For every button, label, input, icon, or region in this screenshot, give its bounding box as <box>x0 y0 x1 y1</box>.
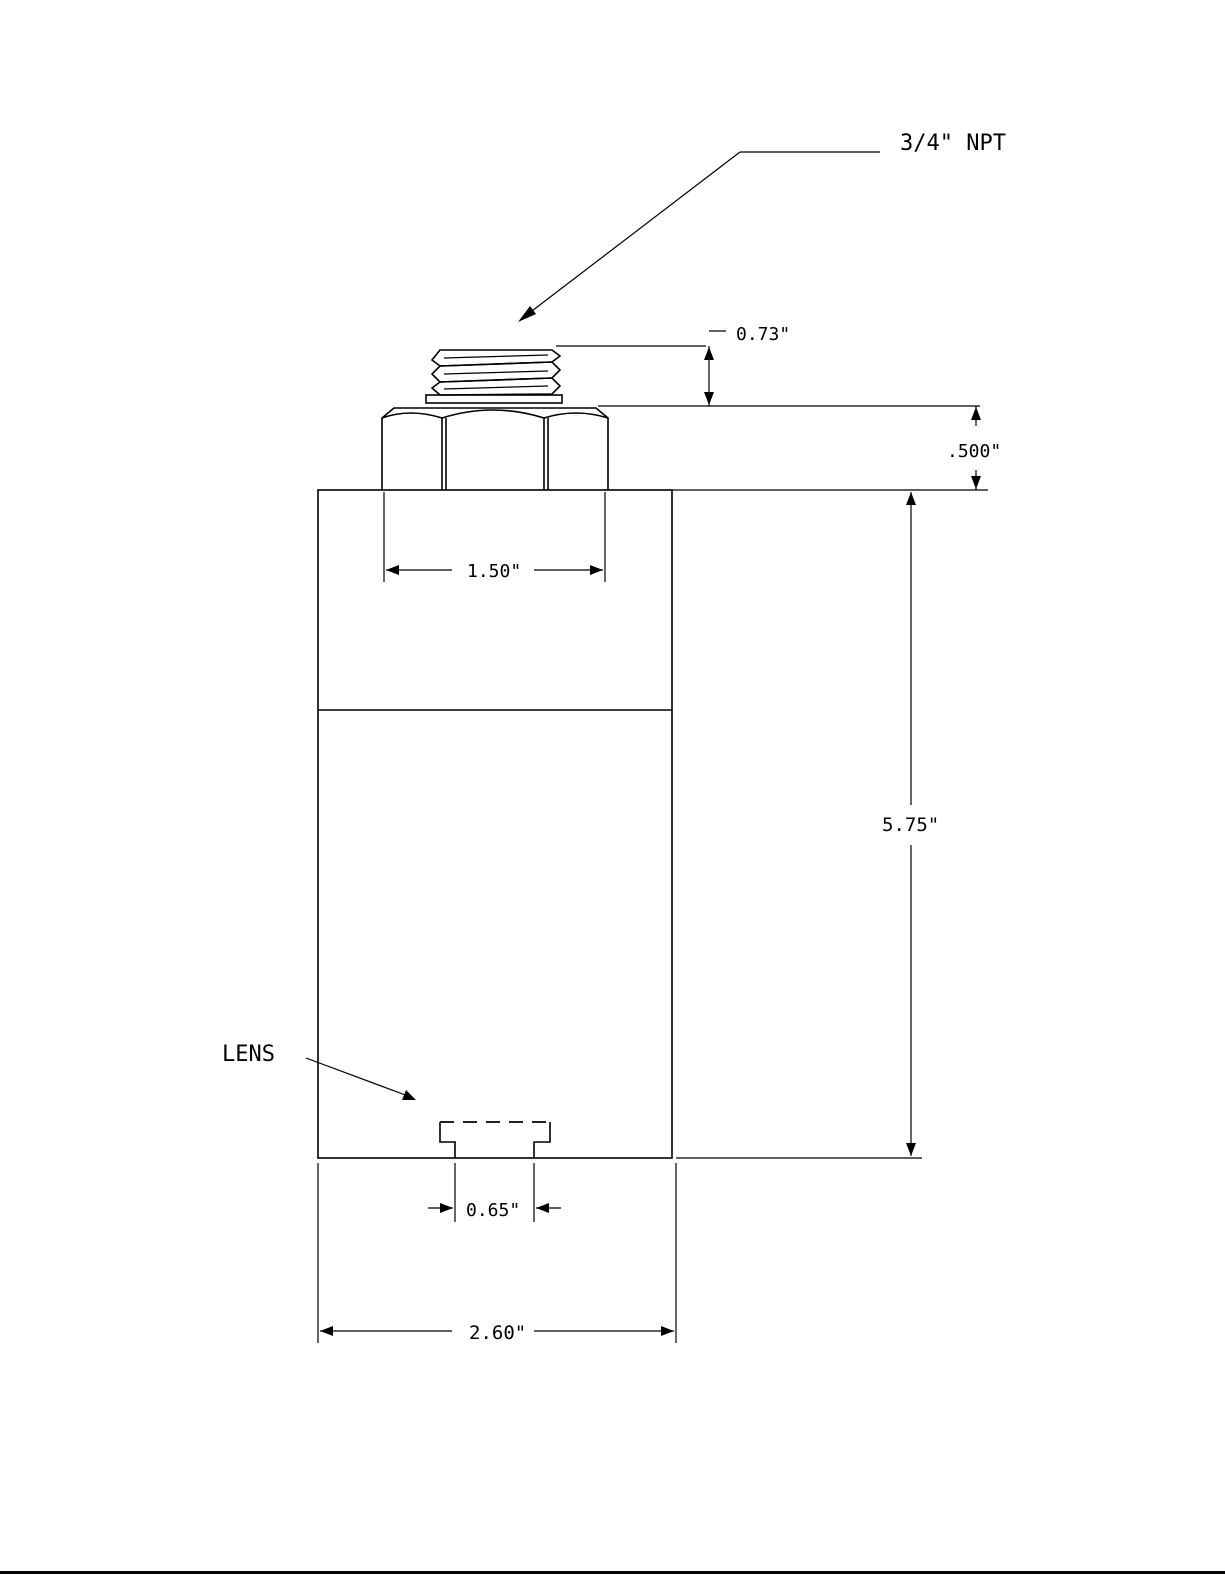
thread-label: 3/4" NPT <box>900 131 1006 156</box>
body-outline <box>318 490 672 1158</box>
hex-chamfer-center <box>442 410 544 418</box>
sensor-body <box>318 490 672 1158</box>
npt-thread <box>426 350 562 403</box>
lens-label: LENS <box>222 1042 275 1067</box>
lens-outline-right <box>534 1122 550 1158</box>
lens-outline-left <box>440 1122 455 1158</box>
lens-leader <box>306 1058 416 1100</box>
hex-outline <box>382 408 608 490</box>
body-height-label: 5.75" <box>882 814 939 836</box>
lens-width-label: 0.65" <box>466 1200 520 1221</box>
hex-height-label: .500" <box>947 441 1001 462</box>
lens-part <box>440 1122 550 1158</box>
page-bottom-rule <box>0 1571 1225 1574</box>
hex-nut <box>382 408 608 490</box>
lens-leader-arrow <box>402 1090 416 1100</box>
hex-height-dimension <box>672 406 988 490</box>
hex-width-label: 1.50" <box>467 561 521 582</box>
body-width-label: 2.60" <box>469 1322 526 1344</box>
thread-collar <box>426 395 562 403</box>
thread-leader <box>518 152 880 322</box>
body-width-dimension <box>318 1163 676 1343</box>
hex-chamfer-left <box>382 413 442 418</box>
hex-chamfer-right <box>544 413 608 418</box>
thread-leader-arrow <box>518 306 536 322</box>
thread-height-label: 0.73" <box>736 324 790 345</box>
